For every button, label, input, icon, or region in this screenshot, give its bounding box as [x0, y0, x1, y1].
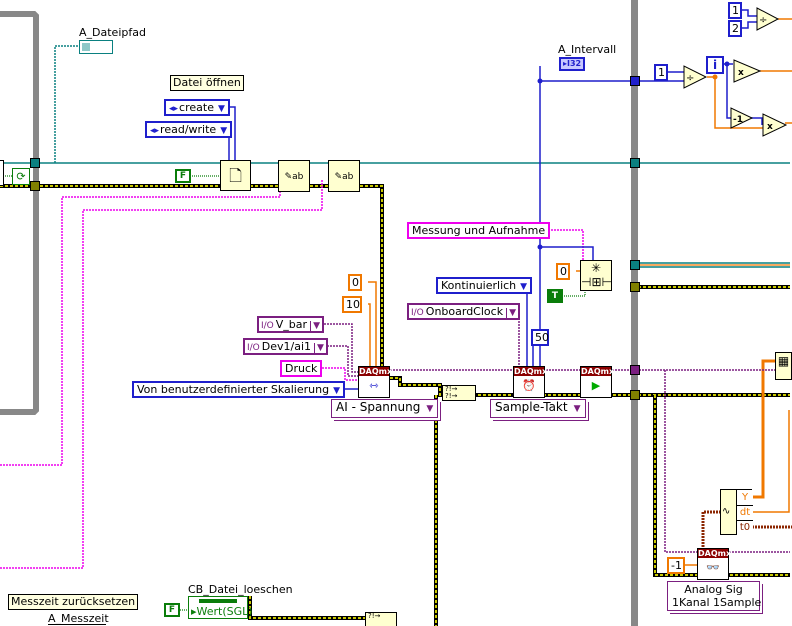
refresh-icon: ⟳	[12, 168, 30, 185]
operation-enum[interactable]: ◂▸create▼	[164, 99, 230, 116]
timing-selector[interactable]: Sample-Takt▼	[490, 399, 586, 418]
open-file-node: 🗋	[220, 160, 251, 191]
interval-control[interactable]: ▸I32	[559, 57, 586, 71]
daqmx-create-channel-node: DAQmx ⇿	[358, 366, 392, 398]
while-loop-border	[0, 11, 39, 415]
daqmx-read-node: DAQmx 👓	[697, 548, 731, 580]
min-value-constant[interactable]: 0	[348, 274, 362, 291]
error-tunnel-left	[30, 181, 40, 191]
constant-1-top[interactable]: 1	[728, 2, 742, 19]
svg-text:÷: ÷	[686, 73, 694, 84]
measure-time-label: A_Messzeit	[48, 612, 109, 625]
get-waveform-components-node: ∿ Y dt t0	[720, 489, 753, 535]
svg-text:-1: -1	[733, 115, 743, 125]
waveform-t0-field: t0	[739, 522, 751, 533]
queue-tunnel	[630, 260, 640, 270]
daqmx-timing-node: DAQmx ⏰	[513, 366, 547, 398]
wire-string-1	[0, 180, 281, 466]
daqmx-start-task-node: DAQmx ▶	[580, 366, 614, 398]
measure-time-indicator[interactable]	[48, 624, 106, 626]
svg-text:x: x	[767, 122, 773, 132]
structure-border-right	[631, 0, 638, 626]
comment-open-file: Datei öffnen	[170, 75, 244, 91]
waveform-y-field: Y	[737, 490, 753, 506]
comment-reset-measure-time: Messzeit zurücksetzen	[8, 594, 139, 610]
wire-error	[0, 185, 383, 378]
merge-errors-node-bottom: ?!→	[365, 612, 397, 626]
samples-constant[interactable]: 50	[531, 329, 549, 346]
read-selector[interactable]: Analog Sig 1Kanal 1Sample	[667, 581, 761, 611]
error-tunnel-queue	[630, 282, 640, 292]
error-tunnel-task	[630, 390, 640, 400]
sample-mode-enum[interactable]: Kontinuierlich▼	[436, 277, 533, 294]
multiply-node-1: x	[733, 59, 762, 83]
obtain-queue-node: ✳⊣⊞⊢	[580, 260, 612, 291]
merge-errors-node: ?!→?!→	[442, 385, 476, 401]
svg-text:x: x	[738, 68, 744, 78]
delete-file-label: CB_Datei_loeschen	[188, 583, 293, 596]
file-path-indicator[interactable]	[79, 40, 113, 54]
max-value-constant[interactable]: 10	[342, 296, 362, 313]
refnum-tunnel-left	[30, 158, 40, 168]
constant-2-top[interactable]: 2	[728, 20, 742, 37]
delete-file-control[interactable]: ▸Wert(SGL)	[188, 596, 253, 619]
build-array-node: ▦	[775, 352, 792, 380]
cut-node-left	[0, 160, 4, 186]
queue-size-constant[interactable]: 0	[556, 263, 570, 280]
interval-tunnel	[630, 76, 640, 86]
interval-label: A_Intervall	[558, 43, 617, 56]
iteration-terminal: i	[706, 56, 724, 74]
waveform-dt-field: dt	[737, 506, 753, 521]
access-enum[interactable]: ◂▸read/write▼	[145, 121, 233, 138]
refnum-tunnel-right	[630, 158, 640, 168]
scale-units-enum[interactable]: Von benutzerdefinierter Skalierung▼	[132, 381, 345, 398]
wire-string-2	[0, 180, 323, 569]
constant-1-numerator[interactable]: 1	[654, 64, 668, 81]
svg-text:÷: ÷	[759, 15, 767, 26]
create-channel-selector[interactable]: AI - Spannung▼	[331, 399, 439, 418]
false-constant-1[interactable]: F	[175, 169, 191, 183]
divide-node: ÷	[683, 65, 708, 89]
timeout-constant[interactable]: -1	[667, 557, 685, 574]
write-text-file-node-2: ✎ab	[328, 160, 360, 192]
wire-path	[54, 45, 80, 163]
delete-file-bar	[199, 599, 237, 603]
channel-name-constant[interactable]: Druck	[280, 360, 323, 377]
write-text-file-node-1: ✎ab	[278, 160, 310, 192]
queue-name-constant[interactable]: Messung und Aufnahme	[407, 222, 551, 239]
true-constant[interactable]: T	[547, 289, 563, 303]
false-constant-2[interactable]: F	[164, 603, 180, 617]
divide-node-top: ÷	[756, 7, 780, 31]
decrement-node: -1	[730, 107, 754, 129]
file-path-label: A_Dateipfad	[79, 26, 146, 39]
task-tunnel	[630, 365, 640, 375]
multiply-node-2: x	[762, 113, 788, 137]
